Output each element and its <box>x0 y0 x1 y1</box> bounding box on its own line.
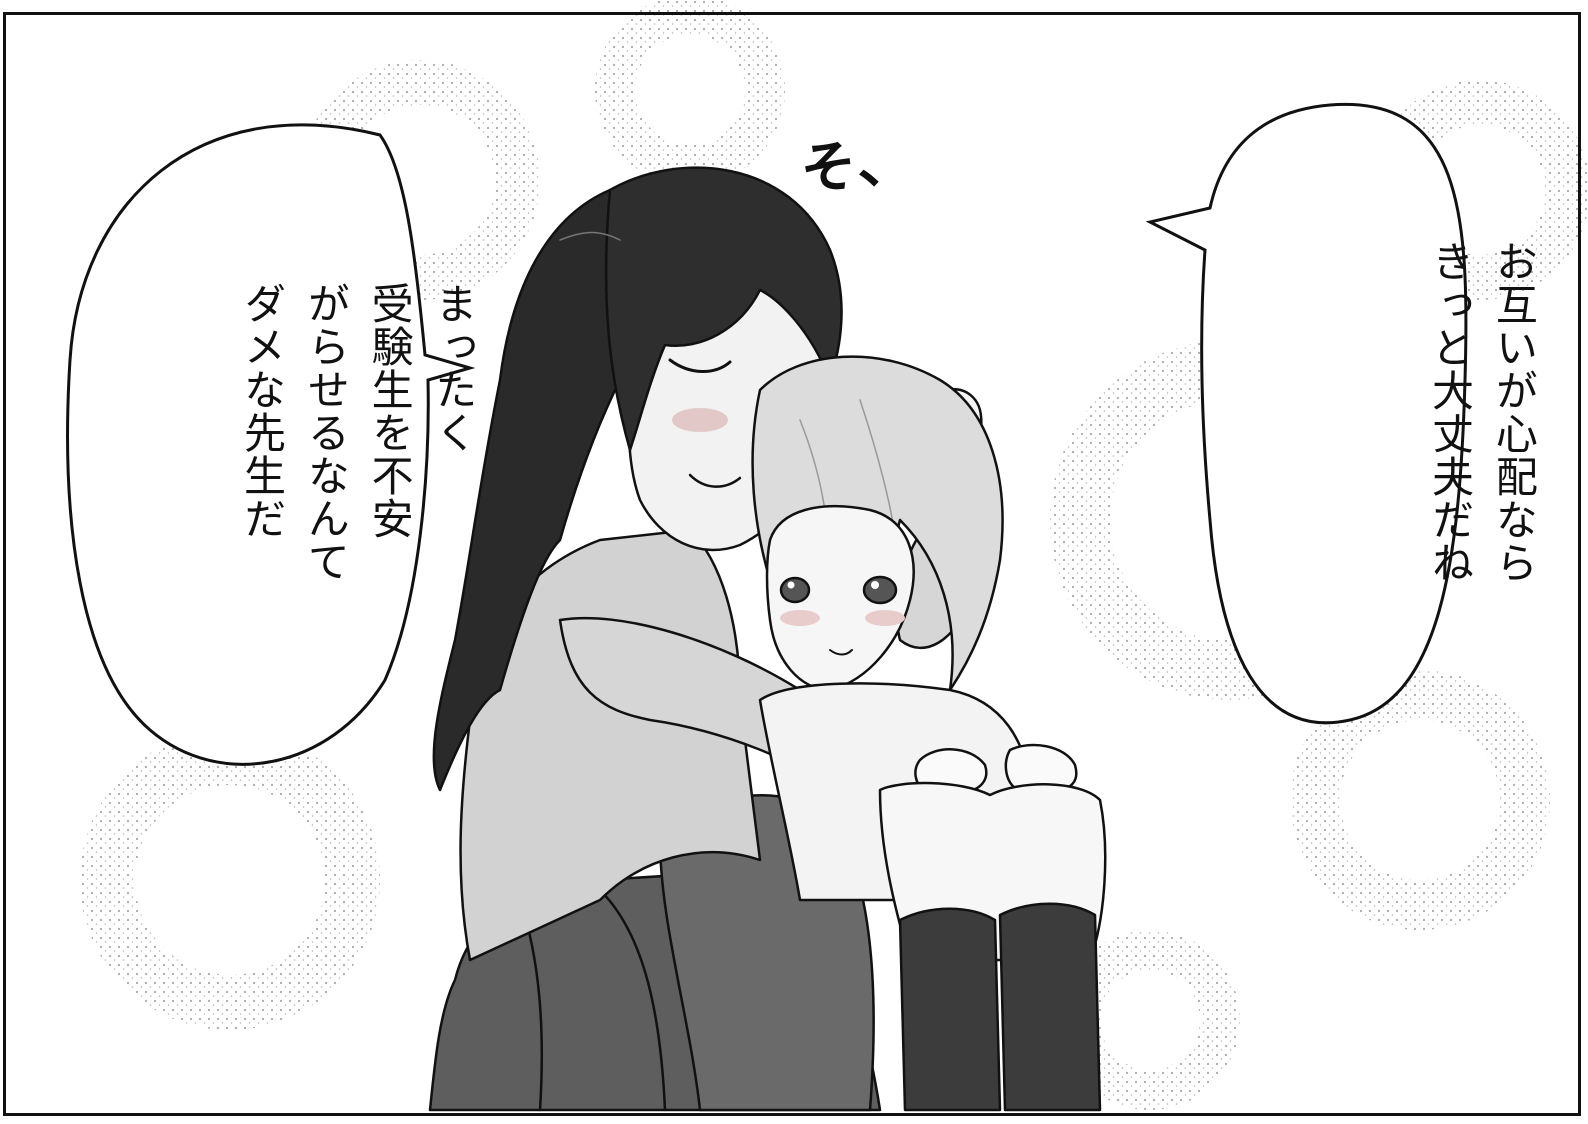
student-hand-right <box>1004 743 1078 792</box>
bubble-left-line: まったく <box>428 282 478 454</box>
student-sock-left <box>898 907 1002 1112</box>
bubble-left-text: まったく受験生を不安がらせるなんてダメな先生だ <box>102 282 613 742</box>
sound-effect-text: そ、 <box>797 127 916 204</box>
speech-bubble-right <box>1145 102 1468 725</box>
bubble-left-line: 受験生を不安 <box>365 282 415 540</box>
bubble-right-text: お互いが心配ならきっと大丈夫だね <box>1290 240 1588 680</box>
teacher-hair-back <box>432 188 622 792</box>
student-hand-left <box>914 748 988 794</box>
bubble-left-line: ダメな先生だ <box>237 282 287 540</box>
student-sock-right <box>998 902 1102 1112</box>
bubble-right-line: お互いが心配なら <box>1489 240 1539 584</box>
student-face <box>765 505 915 692</box>
teacher-hair-front <box>604 166 843 452</box>
characters-illustration <box>428 166 1107 1112</box>
speech-bubble-left <box>66 123 476 766</box>
bubble-right-line: きっと大丈夫だね <box>1425 240 1475 584</box>
bubble-left-line: がらせるなんて <box>301 282 351 583</box>
